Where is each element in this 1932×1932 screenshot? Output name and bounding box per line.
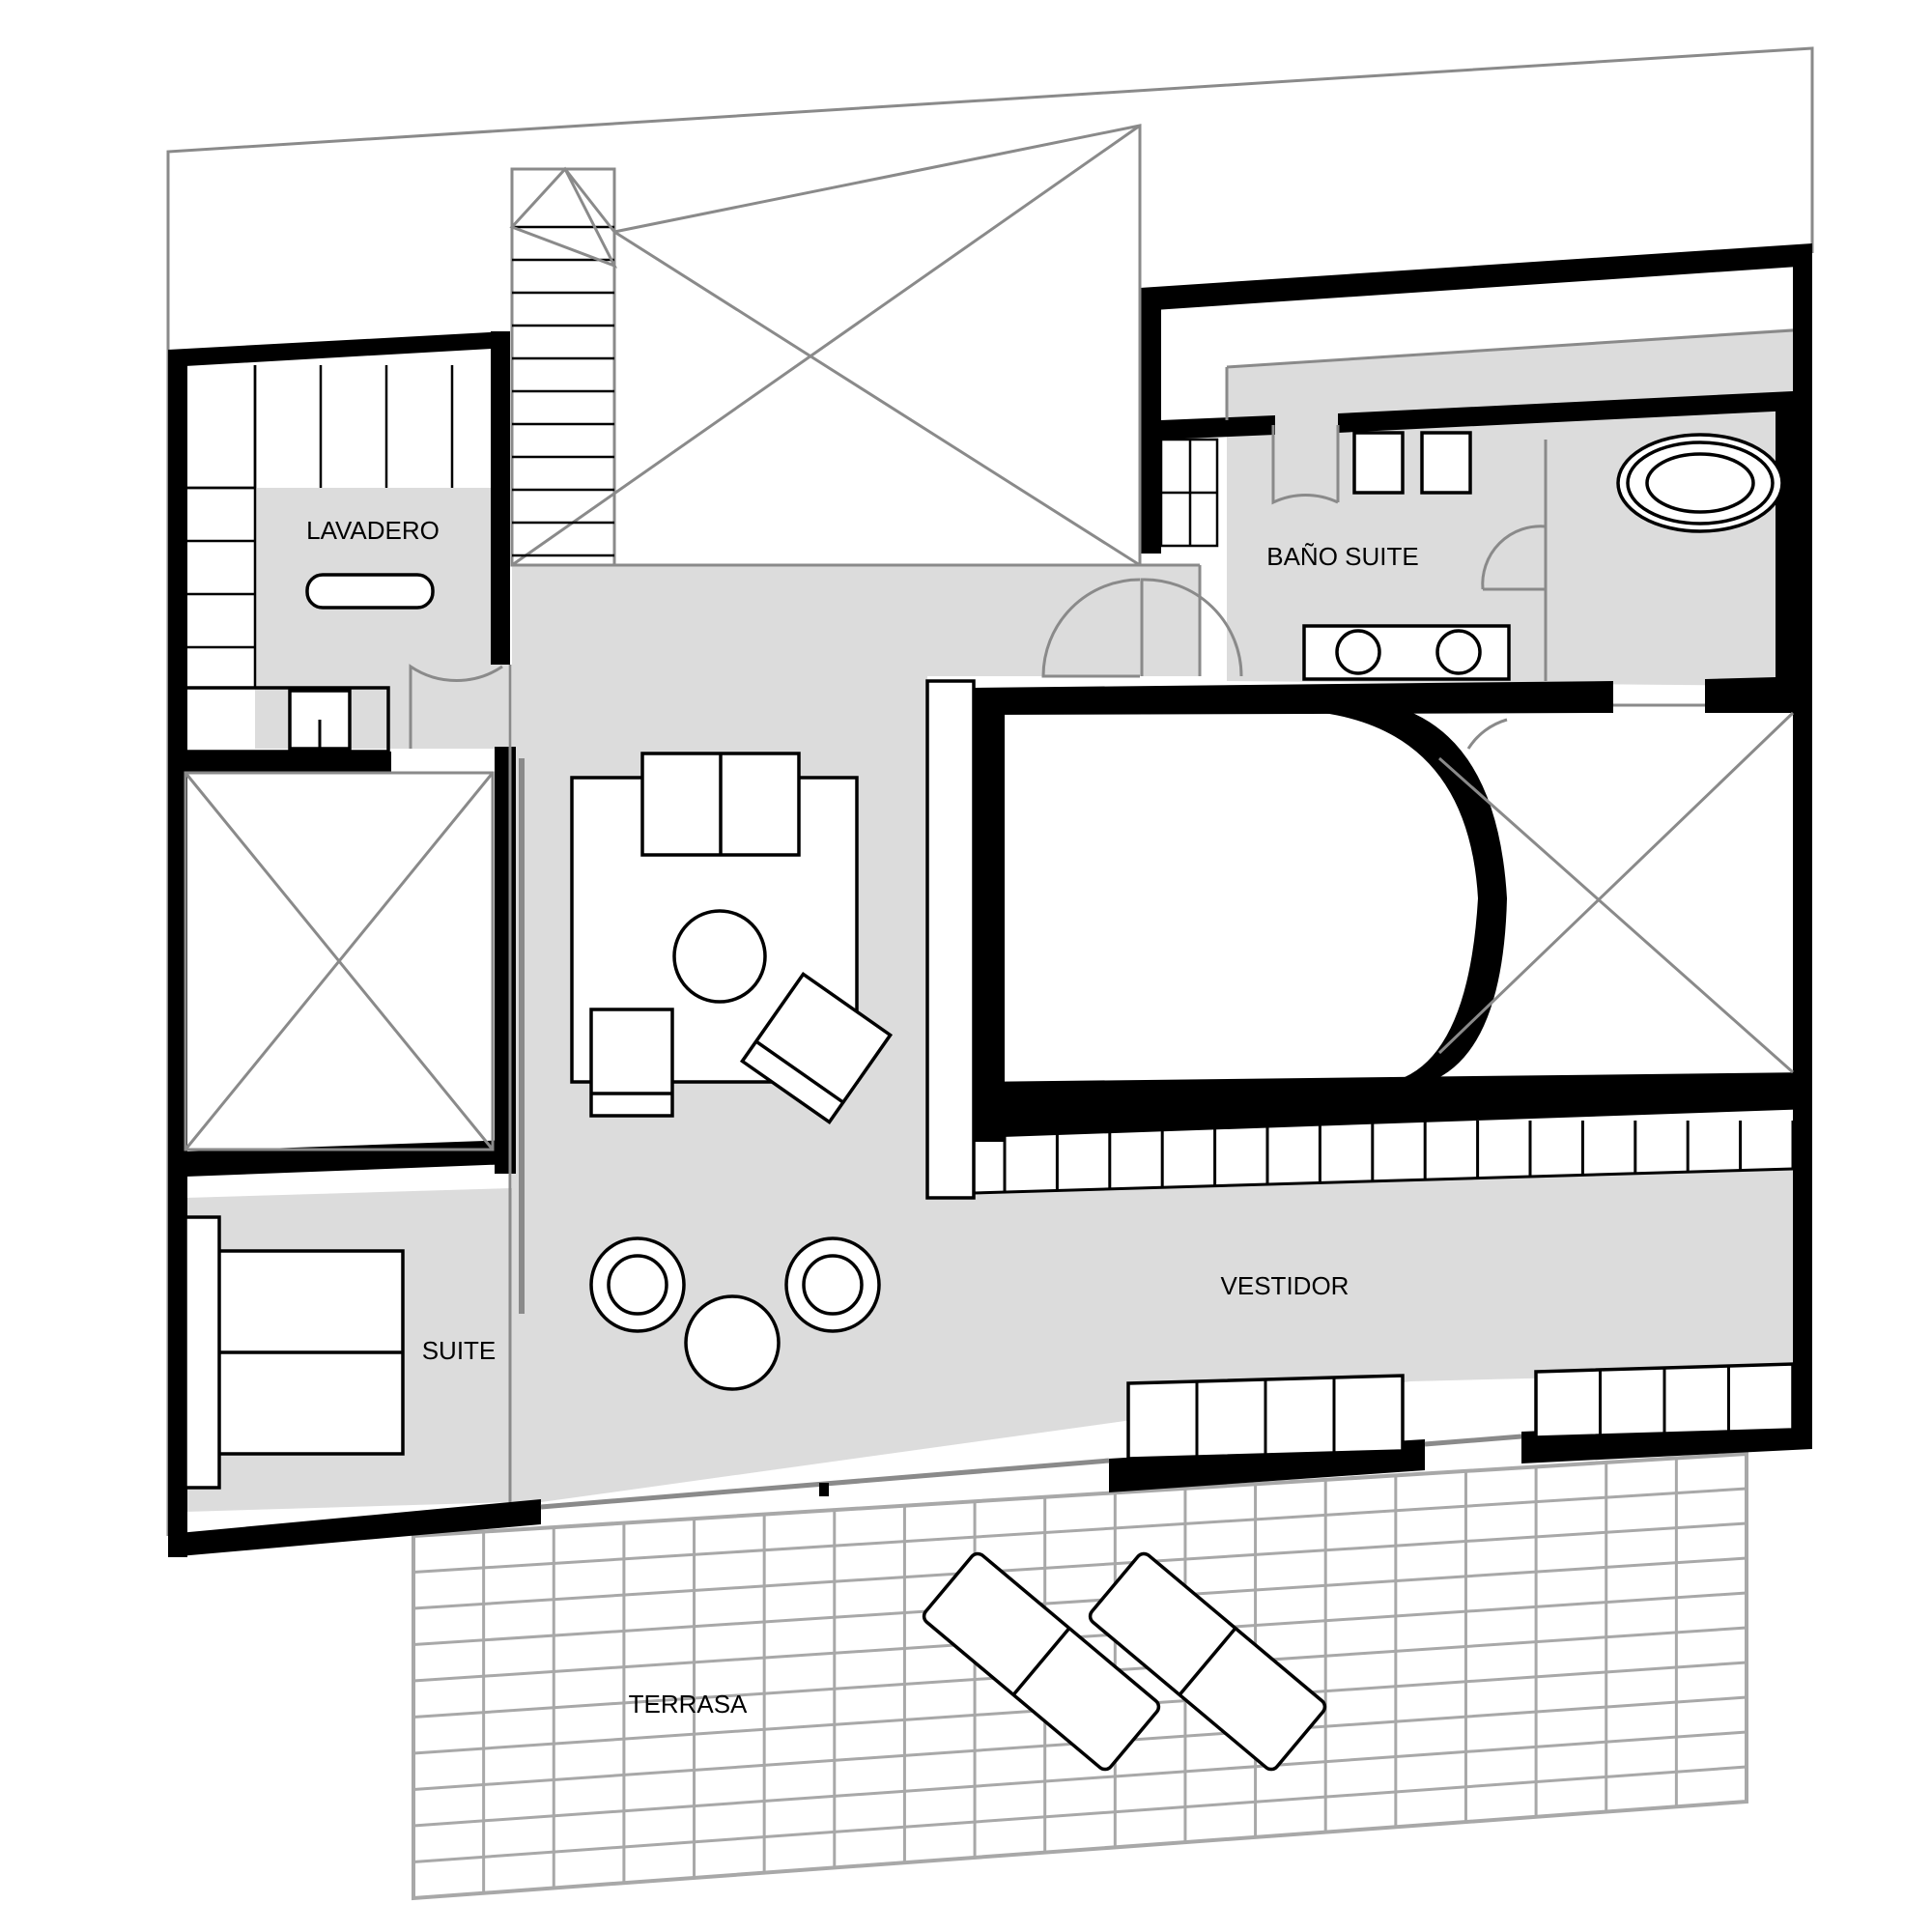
label-lavadero: LAVADERO — [306, 516, 440, 545]
coffee-table — [672, 909, 767, 1004]
doors — [409, 425, 1705, 750]
bathtub — [1616, 433, 1784, 533]
label-suite: SUITE — [422, 1336, 497, 1365]
wall-lavadero-top — [168, 331, 508, 367]
wall-lavadero-bottom — [185, 752, 391, 773]
terrasa-outline — [412, 1451, 1748, 1901]
side-table — [684, 1294, 781, 1391]
wall-lavadero-right — [491, 331, 510, 665]
wall-suite-bottom — [168, 1499, 541, 1557]
wall-bano-top — [1140, 243, 1812, 311]
lavadero-sink — [305, 573, 435, 610]
wall-void-left — [974, 688, 1005, 1142]
wall-void-top — [974, 681, 1613, 715]
wall-right — [1793, 246, 1812, 1449]
wall-shaft-right — [495, 758, 516, 1174]
wall-shaft-bottom — [185, 1140, 512, 1177]
furniture — [184, 431, 1795, 1772]
label-vestidor: VESTIDOR — [1221, 1271, 1350, 1300]
wall-void-curve — [1323, 705, 1507, 1082]
armchair-right — [739, 971, 894, 1125]
wall-bano-left — [1140, 288, 1161, 554]
label-terrasa: TERRASA — [629, 1690, 748, 1719]
armchair-left — [589, 1008, 674, 1118]
wall-void-bottom — [974, 1072, 1812, 1138]
label-bano-suite: BAÑO SUITE — [1266, 542, 1418, 571]
wall-left — [168, 350, 187, 1557]
